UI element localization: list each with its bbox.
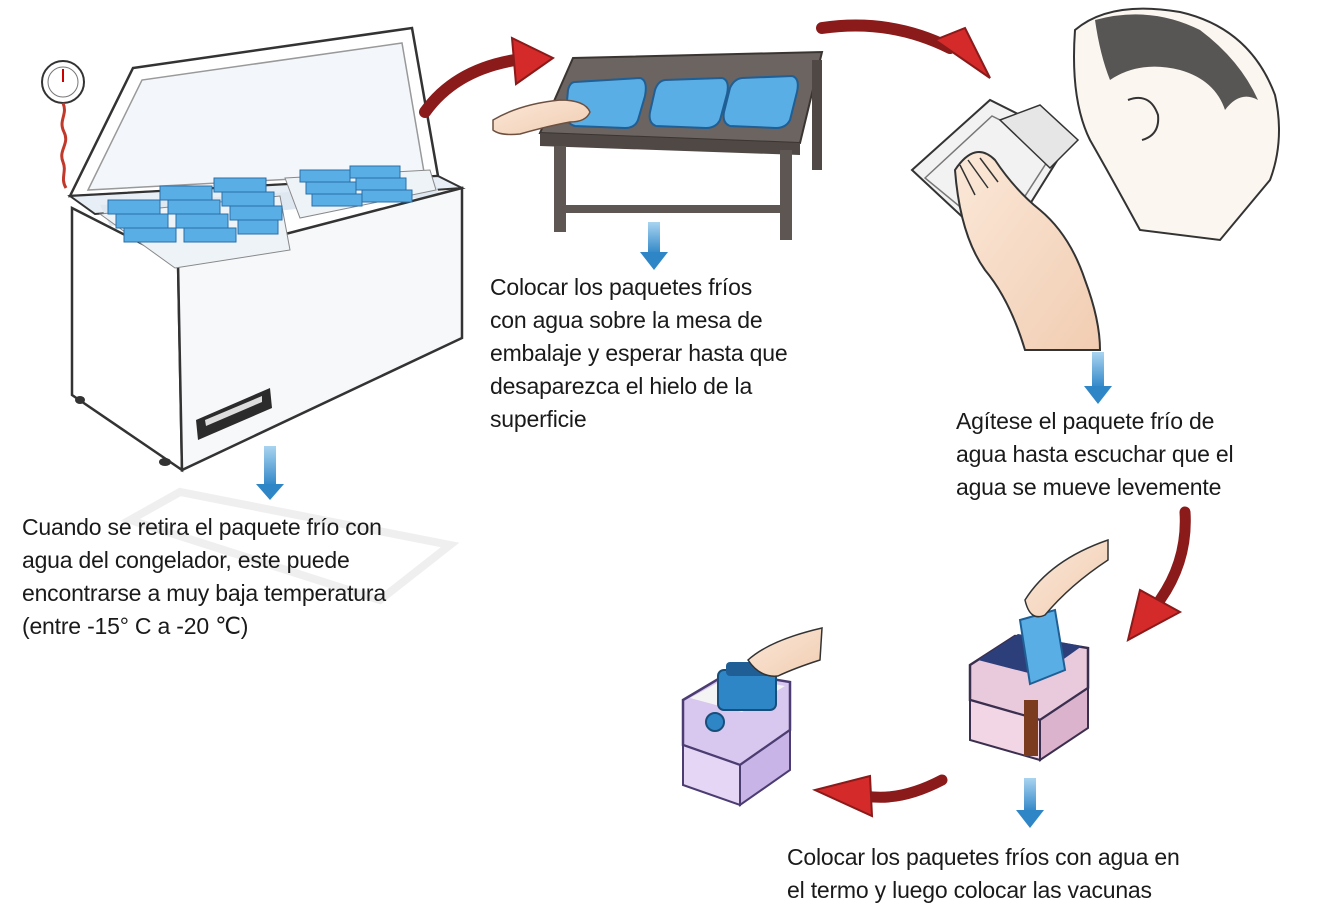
packing-table-illustration <box>492 50 824 240</box>
ice-pack-stack-left <box>107 177 283 243</box>
step-3-caption: Agítese el paquete frío de agua hasta es… <box>956 408 1234 500</box>
cold-box-left-illustration <box>681 627 823 807</box>
person-shaking-illustration <box>910 7 1280 351</box>
flow-arrow-3-head <box>1126 588 1183 642</box>
flow-arrows <box>419 19 1191 818</box>
down-arrow-4 <box>1016 778 1044 828</box>
chest-freezer-illustration <box>41 26 466 605</box>
thermometer-icon <box>41 60 85 189</box>
down-arrow-2 <box>640 222 668 270</box>
down-arrow-1 <box>256 446 284 500</box>
down-arrow-3 <box>1084 352 1112 404</box>
flow-arrow-1-head <box>510 36 555 86</box>
flow-arrow-1 <box>419 54 521 118</box>
step-4-caption: Colocar los paquetes fríos con agua en e… <box>787 844 1180 903</box>
flow-arrow-4 <box>859 774 948 803</box>
flow-arrow-2-head <box>932 26 991 79</box>
ice-pack-stack-right <box>299 165 413 207</box>
cold-box-right-illustration <box>968 538 1109 762</box>
step-1-caption: Cuando se retira el paquete frío con agu… <box>22 514 386 639</box>
step-2-caption: Colocar los paquetes fríos con agua sobr… <box>490 274 788 432</box>
flow-arrow-3 <box>1154 506 1191 606</box>
down-arrows <box>256 222 1112 828</box>
flow-arrow-2 <box>816 19 956 54</box>
flow-arrow-4-head <box>812 774 874 818</box>
